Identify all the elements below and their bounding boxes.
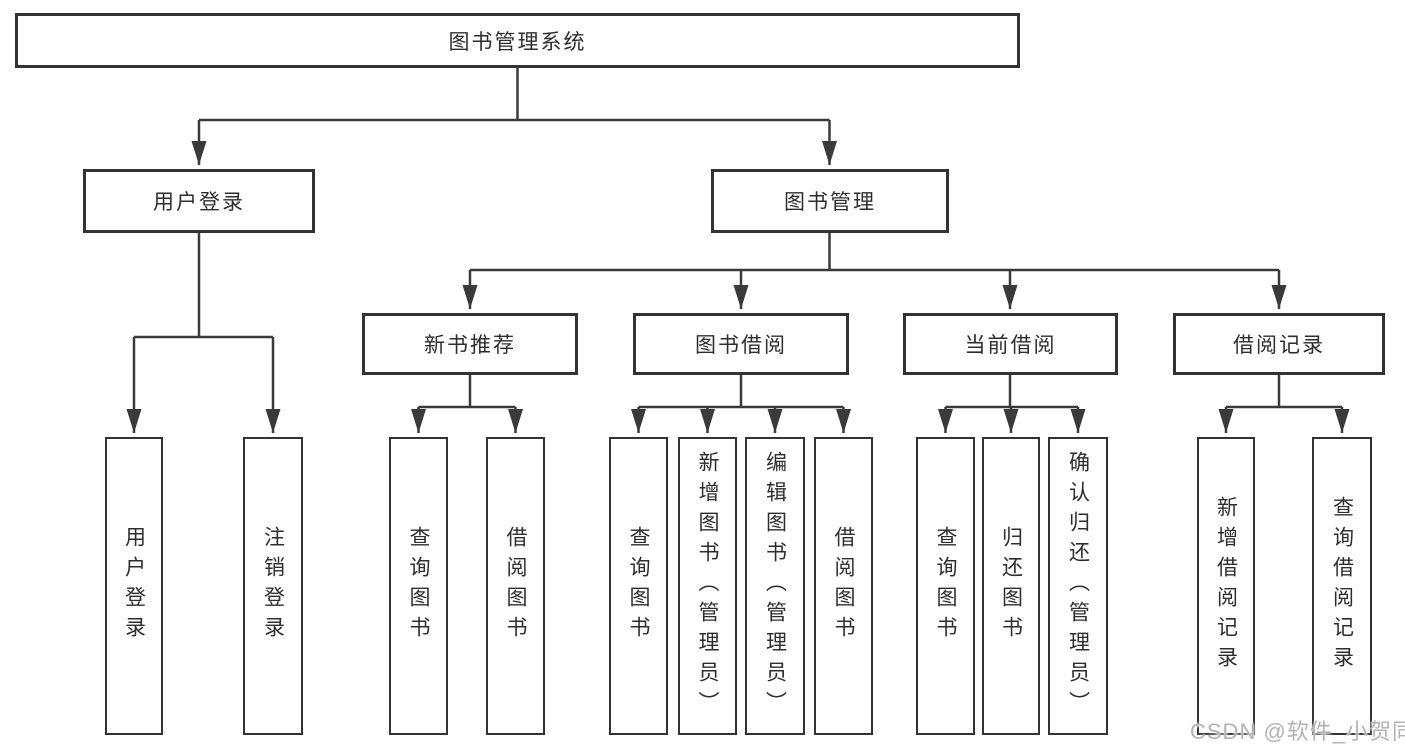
node-new-book-recommend-label: 新书推荐 — [424, 334, 516, 357]
leaf-recommend-query-books: 查询图书 — [389, 437, 448, 735]
node-book-borrowing-label: 图书借阅 — [695, 334, 787, 357]
leaf-borrowing-query-books: 查询图书 — [609, 437, 668, 735]
leaf-borrowing-add-books-admin-label: 新增图书（管理员） — [696, 451, 719, 721]
leaf-recommend-query-books-label: 查询图书 — [407, 526, 430, 646]
node-borrowing-records-label: 借阅记录 — [1233, 334, 1325, 357]
leaf-logout-label: 注销登录 — [261, 526, 285, 646]
leaf-current-return-books-label: 归还图书 — [999, 526, 1023, 646]
node-book-management-label: 图书管理 — [784, 191, 876, 214]
node-current-borrowing: 当前借阅 — [903, 313, 1118, 375]
leaf-current-confirm-return-admin: 确认归还（管理员） — [1048, 437, 1108, 735]
node-current-borrowing-label: 当前借阅 — [964, 334, 1057, 357]
leaf-borrowing-query-books-label: 查询图书 — [627, 526, 650, 646]
leaf-borrowing-borrow-books: 借阅图书 — [814, 437, 873, 735]
leaf-current-query-books-label: 查询图书 — [934, 526, 957, 646]
leaf-records-add-record: 新增借阅记录 — [1197, 437, 1255, 735]
leaf-logout: 注销登录 — [243, 437, 303, 735]
leaf-records-add-record-label: 新增借阅记录 — [1214, 496, 1238, 676]
node-book-management: 图书管理 — [711, 169, 949, 233]
leaf-records-query-record-label: 查询借阅记录 — [1330, 496, 1354, 676]
csdn-watermark: CSDN @软件_小贺同学 — [1190, 719, 1405, 744]
node-borrowing-records: 借阅记录 — [1173, 313, 1385, 375]
node-user-login: 用户登录 — [83, 169, 315, 233]
leaf-recommend-borrow-books: 借阅图书 — [486, 437, 545, 735]
node-library-management-system: 图书管理系统 — [15, 13, 1020, 68]
node-library-management-system-label: 图书管理系统 — [448, 30, 587, 54]
leaf-user-login-label: 用户登录 — [122, 526, 146, 646]
leaf-user-login: 用户登录 — [105, 437, 163, 735]
leaf-records-query-record: 查询借阅记录 — [1312, 437, 1372, 735]
leaf-current-return-books: 归还图书 — [982, 437, 1040, 735]
leaf-current-confirm-return-admin-label: 确认归还（管理员） — [1066, 451, 1090, 721]
leaf-borrowing-edit-books-admin: 编辑图书（管理员） — [745, 437, 805, 735]
leaf-borrowing-add-books-admin: 新增图书（管理员） — [678, 437, 737, 735]
leaf-borrowing-borrow-books-label: 借阅图书 — [832, 526, 855, 646]
node-new-book-recommend: 新书推荐 — [362, 313, 578, 375]
leaf-borrowing-edit-books-admin-label: 编辑图书（管理员） — [763, 451, 787, 721]
node-book-borrowing: 图书借阅 — [633, 313, 849, 375]
leaf-current-query-books: 查询图书 — [916, 437, 975, 735]
leaf-recommend-borrow-books-label: 借阅图书 — [504, 526, 527, 646]
node-user-login-label: 用户登录 — [153, 191, 245, 214]
